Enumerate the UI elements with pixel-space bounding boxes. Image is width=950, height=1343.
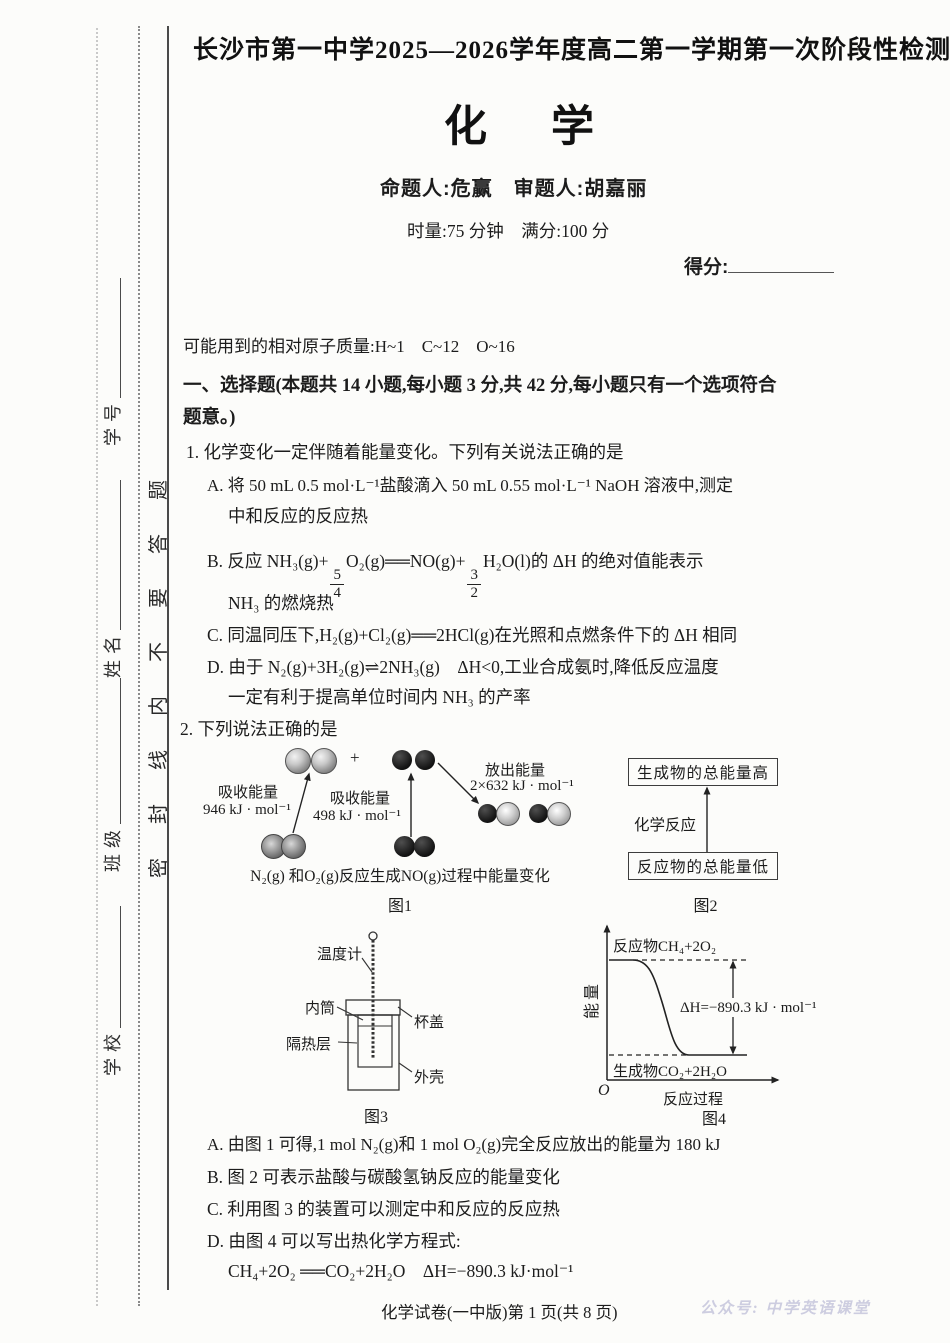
subject-title: 化 学 — [444, 92, 594, 154]
fig3-lid-label: 杯盖 — [414, 1015, 445, 1031]
no-molecule-o-atom — [547, 802, 571, 826]
fig4-x-axis-label: 反应过程 — [663, 1092, 724, 1108]
student-id-blank-line — [119, 278, 121, 398]
figure3-number: 图3 — [364, 1109, 389, 1126]
fig2-arrow-label: 化学反应 — [634, 817, 697, 834]
oxygen-atom — [415, 750, 435, 770]
fig4-origin-label: O — [598, 1082, 610, 1099]
fraction-denominator: 2 — [467, 584, 481, 602]
figure1-molecule-energy-diagram: + 吸收能量 946 kJ · mol⁻¹ 吸收能量 498 kJ · mol⁻… — [195, 742, 605, 917]
name-blank-line — [119, 480, 121, 630]
student-info-strip: 学校 班级 姓名 学号 — [99, 278, 125, 1292]
page-footer: 化学试卷(一中版)第 1 页(共 8 页) — [381, 1303, 618, 1322]
q1-option-c: C. 同温同压下,H₂(g)+Cl₂(g)══2HCl(g)在光照和点燃条件下的… — [207, 625, 738, 645]
q2-option-d: D. 由图 4 可以写出热化学方程式: — [207, 1231, 461, 1251]
fig4-delta-h-value: ΔH=−890.3 kJ · mol⁻¹ — [678, 998, 819, 1017]
section1-heading-line1: 一、选择题(本题共 14 小题,每小题 3 分,共 42 分,每小题只有一个选项… — [183, 376, 777, 396]
atomic-mass-note: 可能用到的相对原子质量:H~1 C~12 O~16 — [183, 337, 515, 356]
no-molecule-n-atom — [478, 804, 497, 823]
exam-title: 长沙市第一中学2025—2026学年度高二第一学期第一次阶段性检测 — [193, 37, 950, 64]
fig3-shell-label: 外壳 — [414, 1070, 445, 1086]
score-field: 得分: — [684, 252, 835, 279]
fig1-absorb2-value: 498 kJ · mol⁻¹ — [313, 808, 401, 824]
n2-molecule-atom — [281, 834, 306, 859]
figure1-number: 图1 — [387, 898, 412, 915]
q1-option-a-line1: A. 将 50 mL 0.5 mol·L⁻¹盐酸滴入 50 mL 0.55 mo… — [207, 476, 733, 495]
score-blank-line — [728, 271, 835, 273]
q1-b-mid: O₂(g)══NO(g)+ — [345, 551, 466, 571]
no-molecule-o-atom — [496, 802, 520, 826]
q1-option-d-line1: D. 由于 N₂(g)+3H₂(g)⇌2NH₃(g) ΔH<0,工业合成氨时,降… — [207, 657, 719, 677]
figure2-number: 图2 — [693, 898, 718, 915]
field-label-name: 姓名 — [103, 630, 123, 678]
class-blank-line — [119, 678, 121, 824]
no-molecule-n-atom — [529, 804, 548, 823]
oxygen-atom — [392, 750, 412, 770]
page-edge-dotted-line — [96, 28, 98, 1306]
figure3-drawing — [336, 931, 413, 1091]
fraction-numerator: 3 — [470, 567, 478, 583]
seal-line-text: 密封线内不要答题 — [148, 446, 170, 878]
fig2-reactants-box: 反应物的总能量低 — [628, 852, 778, 880]
fig3-thermometer-label: 温度计 — [317, 947, 363, 963]
fig1-absorb1-label: 吸收能量 — [218, 785, 279, 801]
q2-option-a: A. 由图 1 可得,1 mol N₂(g)和 1 mol O₂(g)完全反应放… — [207, 1135, 721, 1154]
figure3-calorimeter: 温度计 内筒 杯盖 隔热层 外壳 图3 — [280, 925, 460, 1126]
figure4-energy-curve: 能量 反应物CH₄+2O₂ ΔH=−890.3 kJ · mol⁻¹ 生成物CO… — [575, 918, 865, 1128]
fraction-numerator: 5 — [333, 567, 341, 583]
subject-char-left: 化 — [444, 104, 487, 151]
q1-option-a-line2: 中和反应的反应热 — [228, 506, 368, 526]
q1-stem: 1. 化学变化一定伴随着能量变化。下列有关说法正确的是 — [186, 442, 624, 462]
o2-molecule-atom — [394, 836, 415, 857]
fig4-products-label: 生成物CO₂+2H₂O — [613, 1064, 727, 1080]
seal-dotted-line — [138, 26, 140, 1306]
section1-heading-line2: 题意。) — [183, 408, 236, 428]
fraction-denominator: 4 — [330, 584, 344, 602]
field-label-student-id: 学号 — [103, 398, 123, 446]
subject-char-right: 学 — [551, 104, 594, 151]
figure4-number: 图4 — [702, 1111, 727, 1128]
fig4-y-axis-label: 能量 — [584, 980, 601, 1019]
figure1-arrows — [292, 762, 480, 837]
fig4-reactants-label: 反应物CH₄+2O₂ — [613, 939, 717, 955]
q1-b-pre: B. 反应 NH₃(g)+ — [207, 551, 329, 571]
q2-option-d-equation: CH₄+2O₂ ══CO₂+2H₂O ΔH=−890.3 kJ·mol⁻¹ — [228, 1261, 574, 1281]
q1-b-post: H₂O(l)的 ΔH 的绝对值能表示 — [482, 551, 704, 571]
fig3-inner-cup-label: 内筒 — [305, 1001, 336, 1017]
q1-option-b-line2: NH₃ 的燃烧热 — [228, 593, 334, 613]
figure2-arrow — [703, 786, 711, 852]
fig3-insulation-label: 隔热层 — [286, 1037, 332, 1053]
setter-reviewer-line: 命题人:危赢 审题人:胡嘉丽 — [380, 178, 648, 200]
fig1-absorb2-label: 吸收能量 — [330, 791, 391, 807]
nitrogen-atom — [285, 748, 311, 774]
plus-sign: + — [350, 748, 360, 767]
field-label-school: 学校 — [103, 1028, 123, 1076]
content-border-line — [167, 26, 169, 1290]
q2-stem: 2. 下列说法正确的是 — [180, 719, 338, 739]
fig1-release-value: 2×632 kJ · mol⁻¹ — [470, 778, 574, 794]
figure1-caption: N₂(g) 和O₂(g)反应生成NO(g)过程中能量变化 — [250, 868, 550, 885]
fig1-absorb1-value: 946 kJ · mol⁻¹ — [203, 802, 291, 818]
fig2-products-box: 生成物的总能量高 — [628, 758, 778, 786]
nitrogen-atom — [311, 748, 337, 774]
duration-score-line: 时量:75 分钟 满分:100 分 — [407, 221, 610, 241]
q1-option-d-line2: 一定有利于提高单位时间内 NH₃ 的产率 — [228, 687, 531, 707]
score-label: 得分: — [684, 257, 729, 278]
q2-option-c: C. 利用图 3 的装置可以测定中和反应的反应热 — [207, 1199, 560, 1219]
figure2-energy-boxes: 生成物的总能量高 化学反应 反应物的总能量低 图2 — [628, 752, 783, 917]
o2-molecule-atom — [414, 836, 435, 857]
watermark-text: 公众号: 中学英语课堂 — [700, 1300, 871, 1317]
fig1-release-label: 放出能量 — [485, 763, 546, 779]
school-blank-line — [119, 906, 121, 1028]
q2-option-b: B. 图 2 可表示盐酸与碳酸氢钠反应的能量变化 — [207, 1167, 560, 1187]
field-label-class: 班级 — [103, 824, 123, 872]
